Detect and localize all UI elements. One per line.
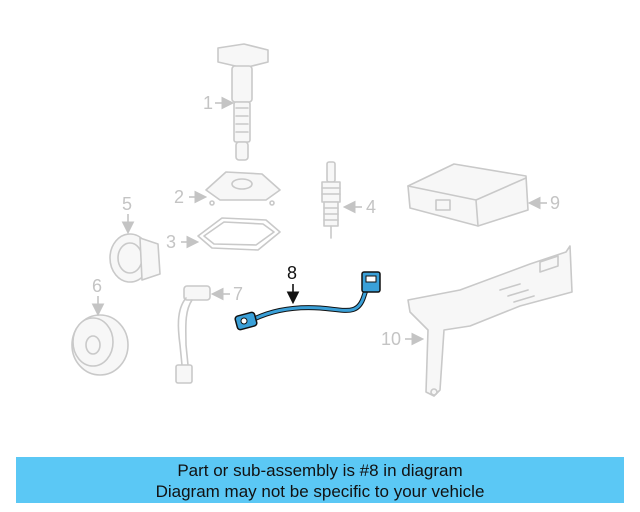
- callout-5: 5: [122, 194, 132, 214]
- callout-6: 6: [92, 276, 102, 296]
- sensor-part-5: [109, 233, 161, 283]
- sensor-ring-part-6: [71, 314, 129, 376]
- control-module-part: [407, 163, 529, 227]
- callout-1: 1: [203, 93, 213, 113]
- ignition-coil-part: [217, 43, 269, 161]
- sensor-part-7: [175, 285, 211, 384]
- spark-plug-part: [321, 161, 341, 239]
- parts-diagram: 1 2 3 4 5 6: [71, 43, 573, 397]
- callout-9: 9: [550, 193, 560, 213]
- caption-line-1: Part or sub-assembly is #8 in diagram: [177, 461, 463, 480]
- bracket-part: [407, 245, 573, 397]
- caption-bar: Part or sub-assembly is #8 in diagram Di…: [16, 457, 624, 503]
- caption-line-2: Diagram may not be specific to your vehi…: [155, 482, 485, 501]
- callout-7: 7: [233, 284, 243, 304]
- callout-4: 4: [366, 197, 376, 217]
- harness-part-8: [234, 271, 381, 331]
- callout-10: 10: [381, 329, 401, 349]
- callout-2: 2: [174, 187, 184, 207]
- callout-3: 3: [166, 232, 176, 252]
- coil-plate-part: [205, 171, 281, 206]
- callout-8: 8: [287, 263, 297, 283]
- seal-part: [197, 217, 281, 251]
